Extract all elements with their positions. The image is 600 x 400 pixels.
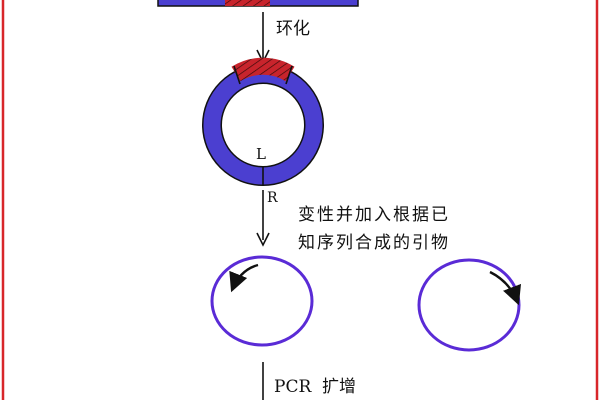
curved-arrow-icon [489,270,521,306]
curved-arrow-icon [229,263,259,293]
step-denature-line2: 知序列合成的引物 [298,233,450,253]
cyclize-label: 环化 [276,19,310,39]
cyclize-arrow [256,12,270,64]
junction-label-right: R [267,190,278,206]
denature-arrow [256,190,270,247]
single-strand-circle-right [417,258,521,352]
single-strand-circle-left [210,255,314,347]
pcr-amplify-label: PCR 扩增 [274,377,357,397]
step-denature-line1: 变性并加入根据已 [298,205,450,225]
junction-label-left: L [256,145,266,163]
circular-dna [202,57,324,186]
linear-dna-fragment [157,0,359,7]
known-sequence-segment [231,57,295,82]
